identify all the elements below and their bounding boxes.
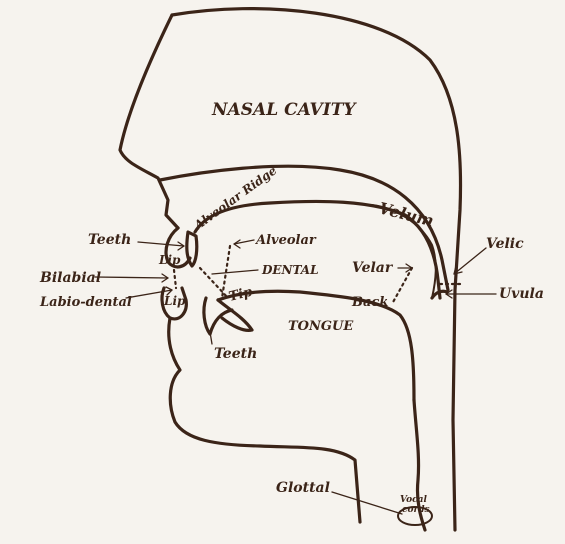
tip-label: Tip xyxy=(227,285,254,305)
lip-upper-label: Lip xyxy=(158,253,181,267)
chin-jaw xyxy=(169,318,360,522)
vocal-cords-label-line1: Vocal xyxy=(400,495,427,505)
teeth-upper-label: Teeth xyxy=(88,232,131,248)
velar-label: Velar xyxy=(352,260,394,276)
nasal-cavity-label: NASAL CAVITY xyxy=(211,100,357,120)
dental-label: DENTAL xyxy=(261,263,319,277)
vocal-cords-label-line2: cords xyxy=(402,505,430,515)
lower-teeth xyxy=(204,298,232,334)
alveolar-arrow xyxy=(234,240,254,248)
alveolar-label: Alveolar xyxy=(254,233,317,248)
teeth-lower-label: Teeth xyxy=(214,346,257,362)
dental-arrow xyxy=(212,270,258,274)
uvula-label: Uvula xyxy=(499,286,544,302)
bilabial-label: Bilabial xyxy=(39,270,101,286)
upper-teeth xyxy=(187,232,197,266)
glottal-label: Glottal xyxy=(276,480,330,496)
bilabial-arrow xyxy=(95,274,168,282)
lip-lower-label: Lip xyxy=(163,294,186,308)
velic-label: Velic xyxy=(486,236,524,252)
teeth-upper-arrow xyxy=(138,242,184,250)
bilabial-dots xyxy=(174,270,176,288)
velum-label: Velum xyxy=(377,198,436,230)
head-profile xyxy=(120,15,178,228)
glottal-arrow xyxy=(332,492,402,514)
velar-dots xyxy=(392,268,412,304)
velar-arrow xyxy=(398,264,412,272)
labio-dental-label: Labio-dental xyxy=(39,295,132,310)
back-label: Back xyxy=(351,295,388,310)
tongue-label: TONGUE xyxy=(288,319,354,334)
